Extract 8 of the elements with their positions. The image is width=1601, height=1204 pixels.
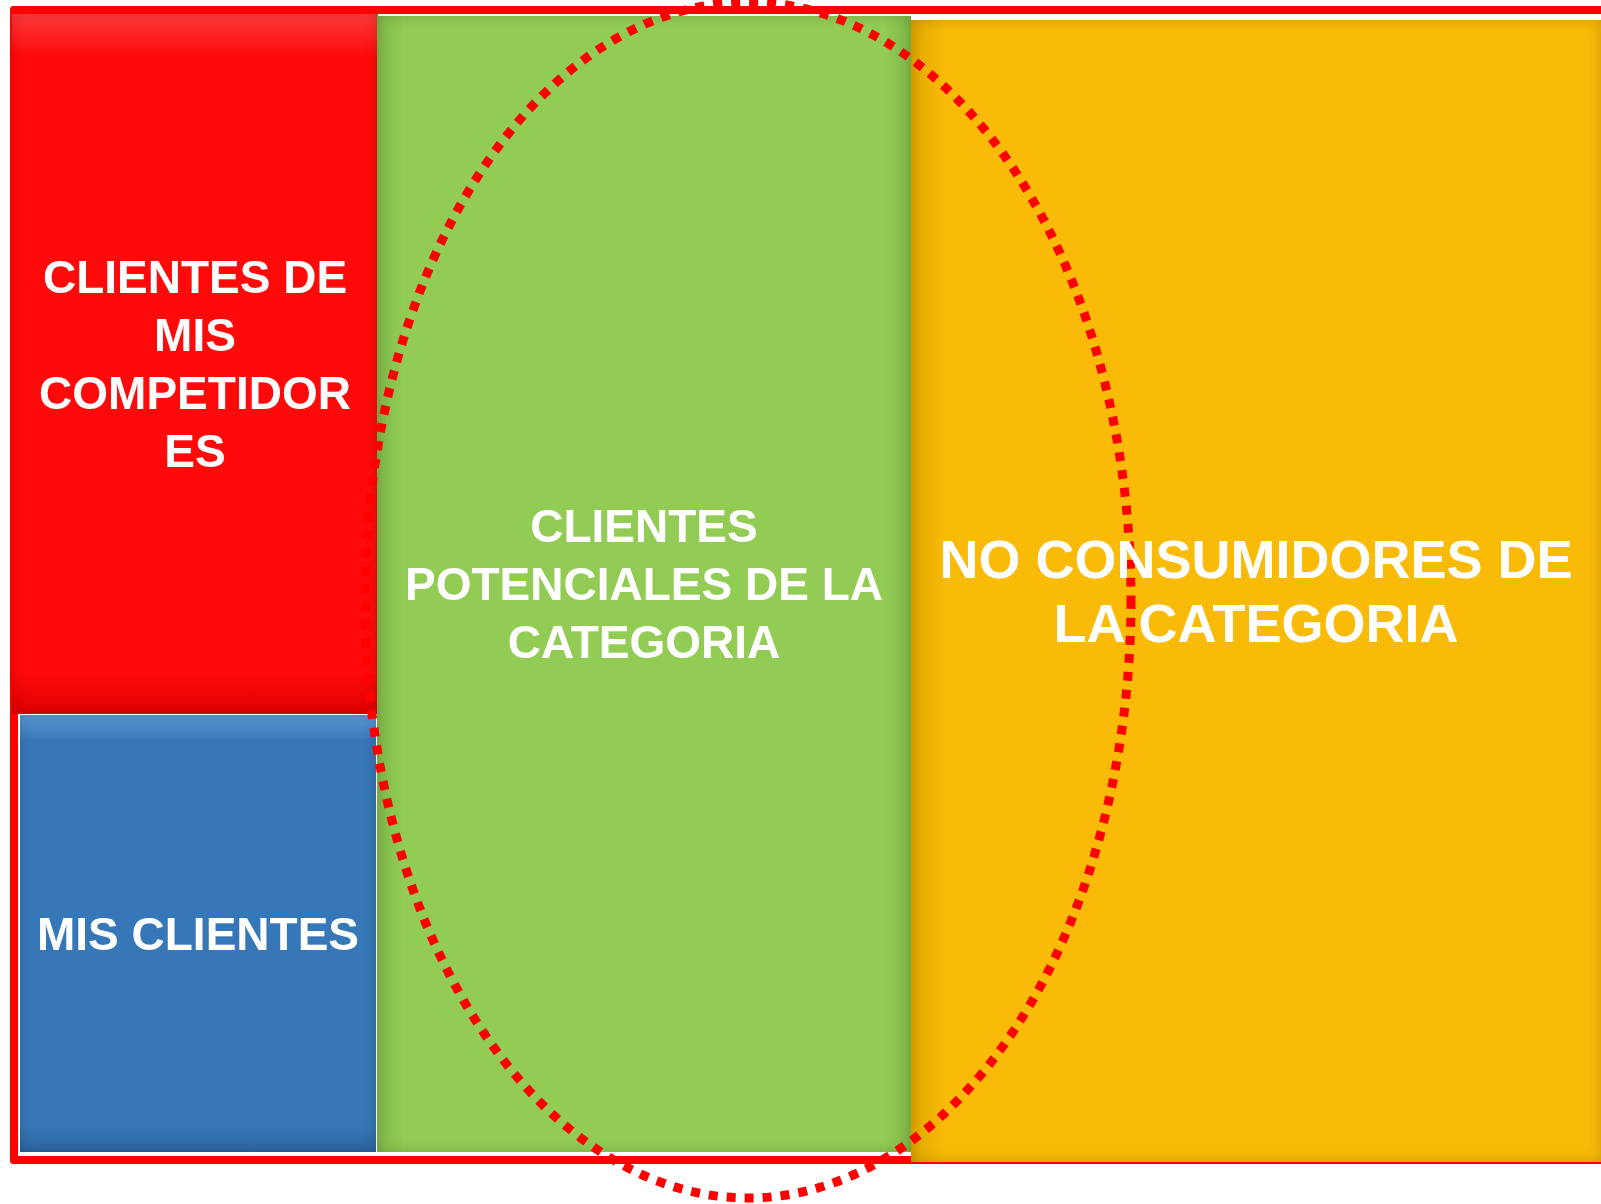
block-label: NO CONSUMIDORES DE LA CATEGORIA	[938, 528, 1574, 655]
my-customers-block	[20, 715, 376, 1152]
potential-customers-block	[377, 16, 911, 1152]
competitor-customers-block	[12, 14, 378, 714]
block-label: CLIENTES POTENCIALES DE LA CATEGORIA	[404, 499, 884, 670]
block-label: MIS CLIENTES	[36, 906, 360, 962]
block-label: CLIENTES DE MIS COMPETIDORES	[38, 250, 352, 479]
non-consumers-block	[911, 20, 1601, 1162]
